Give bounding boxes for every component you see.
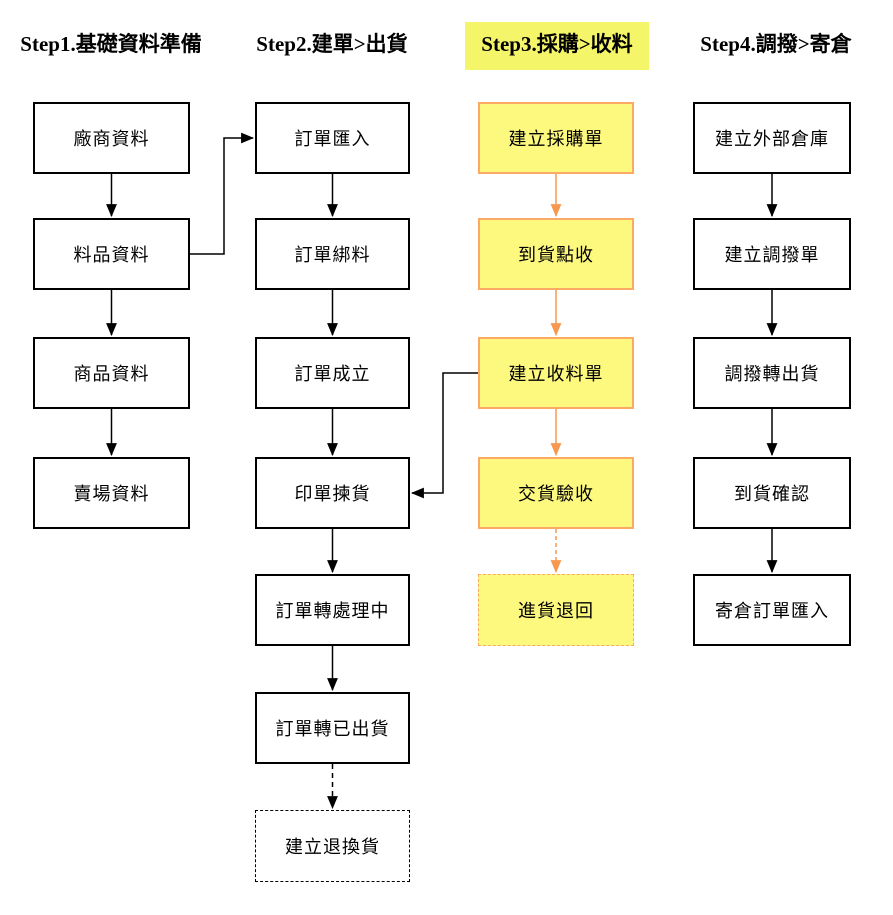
box-vendor-data: 廠商資料 — [33, 102, 190, 174]
box-material-data: 料品資料 — [33, 218, 190, 290]
box-create-transfer-order: 建立調撥單 — [693, 218, 851, 290]
box-product-data: 商品資料 — [33, 337, 190, 409]
column-title-step2: Step2.建單>出貨 — [256, 32, 408, 56]
box-order-to-processing: 訂單轉處理中 — [255, 574, 410, 646]
box-order-created: 訂單成立 — [255, 337, 410, 409]
arrow-receiving-slip-to-picking — [410, 372, 478, 499]
box-arrival-count-check: 到貨點收 — [478, 218, 634, 290]
box-purchase-return: 進貨退回 — [478, 574, 634, 646]
box-create-receiving-slip: 建立收料單 — [478, 337, 634, 409]
box-create-external-warehouse: 建立外部倉庫 — [693, 102, 851, 174]
step3-title-highlight — [465, 22, 649, 70]
box-order-import: 訂單匯入 — [255, 102, 410, 174]
arrow-material-to-order-import — [190, 132, 255, 255]
box-print-picking: 印單揀貨 — [255, 457, 410, 529]
box-delivery-inspection: 交貨驗收 — [478, 457, 634, 529]
box-order-to-shipped: 訂單轉已出貨 — [255, 692, 410, 764]
column-title-step1: Step1.基礎資料準備 — [20, 32, 202, 56]
box-create-return-exchange: 建立退換貨 — [255, 810, 410, 882]
column-title-step4: Step4.調撥>寄倉 — [700, 32, 852, 56]
box-arrival-confirmation: 到貨確認 — [693, 457, 851, 529]
box-warehouse-order-import: 寄倉訂單匯入 — [693, 574, 851, 646]
column-title-step3: Step3.採購>收料 — [481, 32, 633, 56]
box-create-purchase-order: 建立採購單 — [478, 102, 634, 174]
box-store-data: 賣場資料 — [33, 457, 190, 529]
box-order-bind-material: 訂單綁料 — [255, 218, 410, 290]
box-transfer-to-shipment: 調撥轉出貨 — [693, 337, 851, 409]
